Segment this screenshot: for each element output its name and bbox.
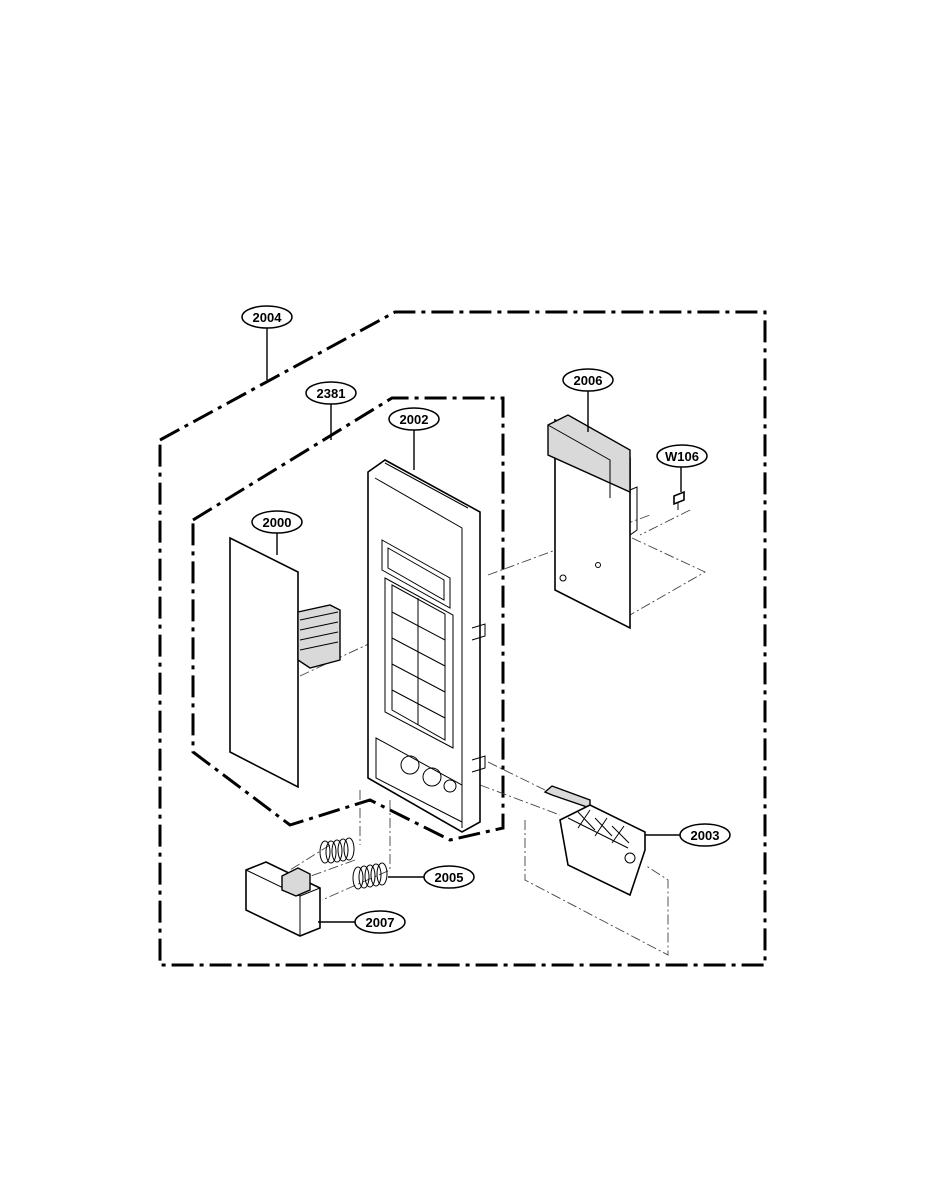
assembly-boundary-2381 — [191, 396, 505, 842]
callout-2006: 2006 — [562, 368, 614, 432]
callout-2004: 2004 — [241, 305, 293, 380]
callout-label-2006: 2006 — [574, 373, 603, 388]
callout-2002: 2002 — [388, 407, 440, 470]
part-2006-pcb — [547, 414, 638, 630]
part-2005-springs — [319, 837, 388, 890]
part-2003-latch-lever — [543, 785, 646, 897]
part-2007-door-button — [245, 861, 321, 937]
callout-label-2381: 2381 — [317, 386, 346, 401]
callout-2005: 2005 — [388, 865, 475, 889]
part-2002-control-panel — [367, 459, 486, 833]
callout-label-2000: 2000 — [263, 515, 292, 530]
callout-label-w106: W106 — [665, 449, 699, 464]
callout-label-2005: 2005 — [435, 870, 464, 885]
callout-label-2007: 2007 — [366, 915, 395, 930]
part-w106-screw — [673, 490, 685, 510]
callout-label-2002: 2002 — [400, 412, 429, 427]
callout-label-2003: 2003 — [691, 828, 720, 843]
part-2000-membrane-sheet — [229, 536, 341, 789]
callout-2003: 2003 — [645, 823, 731, 847]
callout-2000: 2000 — [251, 510, 303, 555]
callout-w106: W106 — [656, 444, 708, 492]
callout-2007: 2007 — [318, 910, 406, 934]
callout-2381: 2381 — [305, 381, 357, 440]
callout-label-2004: 2004 — [253, 310, 283, 325]
assembly-boundary-2004 — [158, 310, 767, 967]
assembly-guide-lines — [289, 509, 706, 956]
